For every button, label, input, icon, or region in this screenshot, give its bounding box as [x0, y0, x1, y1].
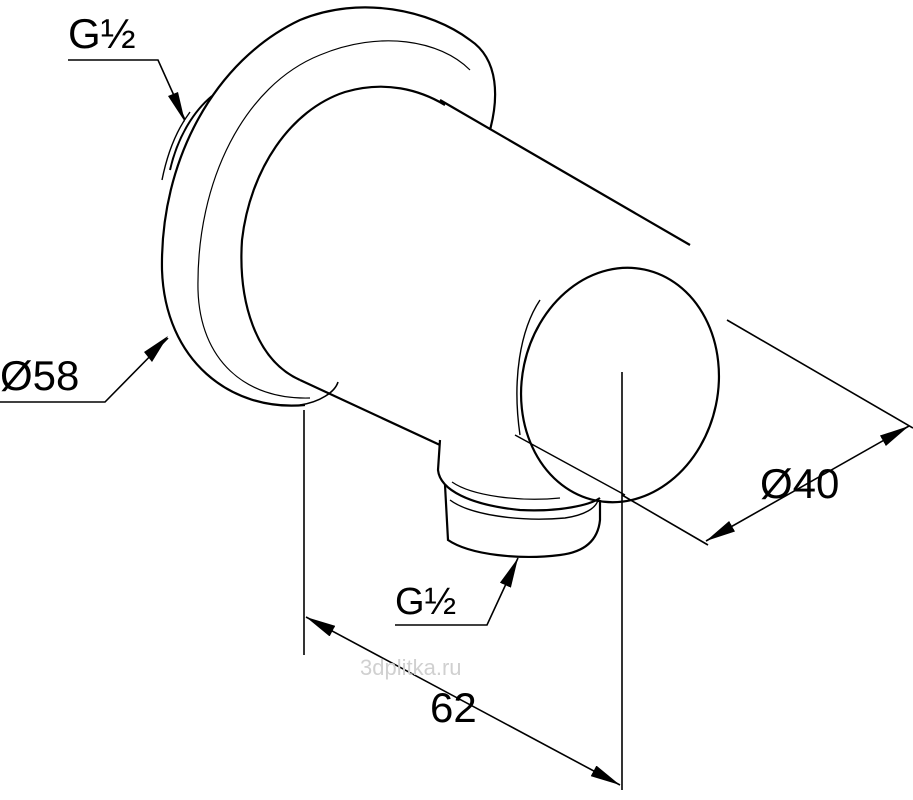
depth-label: 62 — [430, 684, 477, 731]
watermark-text: 3dplitka.ru — [360, 655, 462, 680]
thread-outlet-label: G½ — [395, 581, 456, 623]
cylinder-body — [240, 85, 721, 504]
outlet-fitting — [436, 439, 602, 558]
dimension-lines — [0, 59, 913, 790]
thread-top-label: G½ — [68, 10, 136, 57]
wall-flange — [160, 6, 497, 407]
flange-diameter-label: Ø58 — [0, 352, 79, 399]
leader-arrows — [144, 92, 185, 362]
body-diameter-label: Ø40 — [760, 460, 839, 507]
